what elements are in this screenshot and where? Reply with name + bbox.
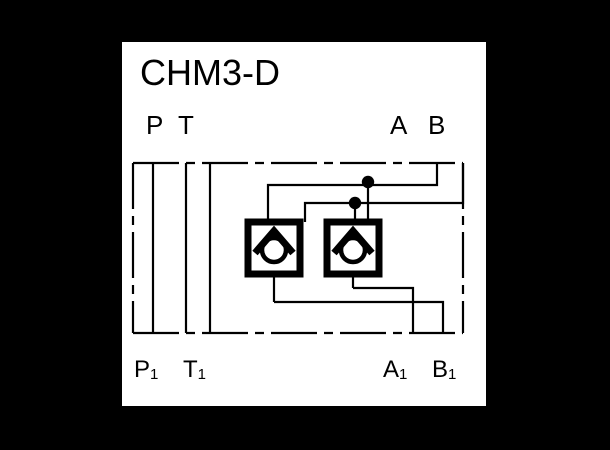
through-passages bbox=[151, 163, 212, 333]
check-valve-left bbox=[244, 218, 304, 278]
port-b-line bbox=[408, 163, 465, 205]
port-label-a1: A1 bbox=[383, 356, 408, 383]
outlet-route-left bbox=[274, 300, 445, 333]
pilot-line-upper bbox=[266, 183, 384, 222]
outlet-route-right bbox=[353, 286, 415, 333]
port-label-a: A bbox=[390, 110, 408, 140]
junction-dot-lower bbox=[348, 196, 362, 210]
port-label-a1-base: A bbox=[383, 356, 400, 383]
port-label-p1: P1 bbox=[134, 356, 159, 383]
check-valve-right bbox=[323, 218, 383, 278]
port-label-p: P bbox=[146, 110, 164, 140]
junction-dot-upper bbox=[361, 175, 375, 189]
valve-outlet-stems bbox=[272, 274, 355, 302]
port-a-line bbox=[384, 163, 439, 187]
port-label-p1-base: P bbox=[134, 356, 151, 383]
port-label-b1: B1 bbox=[432, 356, 457, 383]
page-title: CHM3-D bbox=[140, 52, 280, 93]
port-label-t1-base: T bbox=[183, 356, 198, 383]
port-label-t: T bbox=[178, 110, 194, 140]
port-label-p1-sub: 1 bbox=[150, 366, 159, 383]
pilot-line-lower bbox=[303, 201, 408, 222]
diagram-panel bbox=[122, 42, 486, 406]
port-label-b: B bbox=[428, 110, 446, 140]
port-label-t1: T1 bbox=[183, 356, 207, 383]
port-label-a1-sub: 1 bbox=[399, 366, 408, 383]
port-label-t1-sub: 1 bbox=[197, 366, 207, 383]
port-label-b1-sub: 1 bbox=[448, 366, 457, 383]
port-label-b1-base: B bbox=[432, 356, 449, 383]
